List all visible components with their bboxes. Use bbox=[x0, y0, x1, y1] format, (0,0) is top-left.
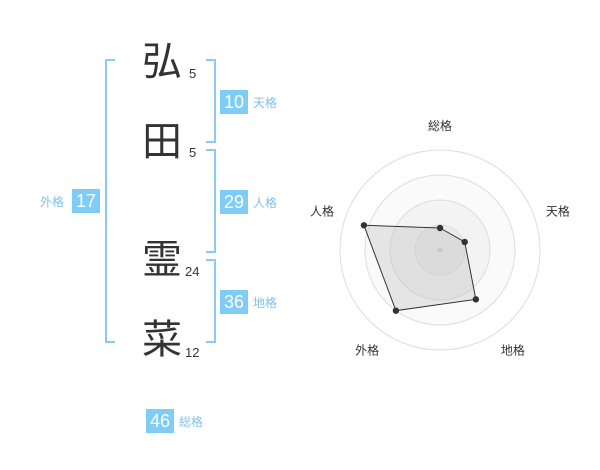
radar-center-dot bbox=[437, 247, 443, 253]
tenkaku-label: 天格 bbox=[253, 96, 278, 110]
stroke-count-1: 5 bbox=[189, 66, 197, 81]
chikaku-value: 36 bbox=[220, 290, 248, 314]
name-char-2: 田 bbox=[142, 119, 182, 165]
jinkaku-bracket bbox=[206, 149, 216, 253]
radar-axis-label-4: 外格 bbox=[355, 342, 379, 357]
radar-point-2 bbox=[461, 238, 468, 246]
radar-axis-label-3: 地格 bbox=[501, 342, 525, 357]
stroke-count-2: 5 bbox=[189, 145, 197, 160]
jinkaku-label: 人格 bbox=[253, 196, 278, 210]
soukaku-label: 総格 bbox=[179, 415, 204, 429]
soukaku-value: 46 bbox=[146, 409, 174, 433]
name-char-4: 菜 bbox=[142, 317, 182, 363]
name-char-1: 弘 bbox=[142, 39, 182, 85]
stroke-count-3: 24 bbox=[185, 264, 200, 279]
jinkaku-value: 29 bbox=[220, 190, 248, 214]
radar-point-4 bbox=[392, 307, 400, 314]
name-char-3: 霊 bbox=[142, 237, 182, 283]
radar-axis-label-5: 人格 bbox=[310, 204, 334, 219]
radar-axis-label-2: 天格 bbox=[546, 204, 570, 219]
radar-axis-label-1: 総格 bbox=[428, 118, 452, 133]
radar-polygon bbox=[363, 224, 477, 312]
radar-point-5 bbox=[360, 222, 368, 229]
radar-point-1 bbox=[436, 224, 444, 232]
tenkaku-bracket bbox=[206, 59, 216, 143]
chikaku-label: 地格 bbox=[253, 296, 278, 310]
gaikaku-label: 外格 bbox=[40, 195, 65, 209]
radar-point-3 bbox=[472, 296, 480, 303]
chikaku-bracket bbox=[206, 259, 216, 343]
gaikaku-bracket bbox=[105, 59, 115, 343]
tenkaku-value: 10 bbox=[220, 90, 248, 114]
gaikaku-value: 17 bbox=[72, 189, 100, 213]
stroke-count-4: 12 bbox=[185, 345, 200, 360]
